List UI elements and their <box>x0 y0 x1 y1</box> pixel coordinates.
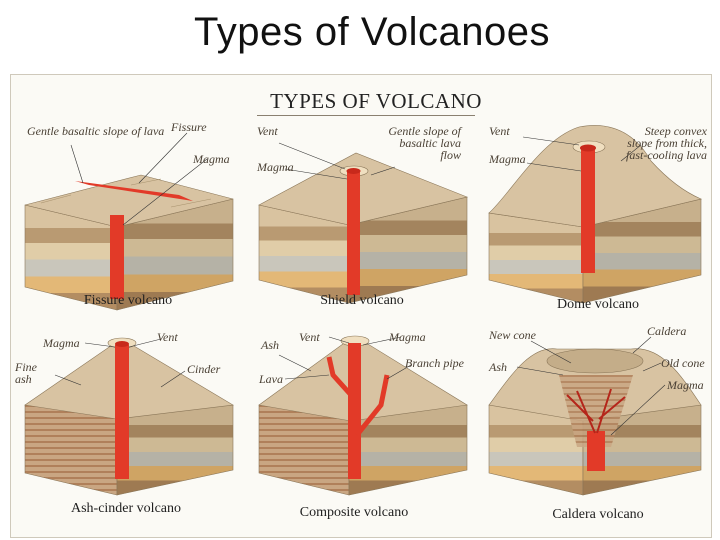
caption-caldera-volcano: Caldera volcano <box>552 507 644 522</box>
label-vent: Vent <box>257 124 278 138</box>
label-vent: Vent <box>157 330 178 344</box>
label-fissure: Fissure <box>171 120 207 134</box>
label-gentle-basaltic-slope: Gentle basaltic slope of lava <box>27 124 165 138</box>
label-cinder: Cinder <box>187 362 221 376</box>
shield-volcano-illustration <box>258 142 468 304</box>
fissure-volcano-illustration <box>24 132 234 311</box>
label-magma: Magma <box>193 152 230 166</box>
caption-shield-volcano: Shield volcano <box>320 293 404 308</box>
label-vent: Vent <box>299 330 320 344</box>
label-magma: Magma <box>43 336 80 350</box>
label-fine-ash: Fine ash <box>15 360 37 386</box>
label-magma: Magma <box>489 152 526 166</box>
caption-composite-volcano: Composite volcano <box>299 505 409 520</box>
label-magma: Magma <box>257 160 294 174</box>
figure-title: TYPES OF VOLCANO <box>270 89 482 113</box>
dome-volcano-illustration <box>488 125 702 304</box>
label-old-cone: Old cone <box>661 356 705 370</box>
caption-ash-cinder-volcano: Ash-cinder volcano <box>70 501 182 516</box>
label-lava: Lava <box>259 372 283 386</box>
ash-cinder-volcano-illustration <box>24 337 234 496</box>
label-ash: Ash <box>261 338 279 352</box>
label-branch-pipe: Branch pipe <box>405 356 464 370</box>
caption-fissure-volcano: Fissure volcano <box>83 293 173 308</box>
slide-title: Types of Volcanoes <box>194 10 550 54</box>
volcano-illustrations <box>24 125 702 496</box>
label-magma: Magma <box>667 378 704 392</box>
label-magma: Magma <box>389 330 426 344</box>
label-vent: Vent <box>489 124 510 138</box>
caption-dome-volcano: Dome volcano <box>556 297 640 312</box>
composite-volcano-illustration <box>258 335 468 496</box>
label-steep-convex-slope: Steep convex slope from thick, fast-cool… <box>626 124 707 162</box>
label-gentle-slope-basaltic-lava-flow: Gentle slope of basaltic lava flow <box>388 124 461 162</box>
label-caldera: Caldera <box>647 324 687 338</box>
title-divider <box>257 115 475 116</box>
label-new-cone: New cone <box>489 328 536 342</box>
label-ash: Ash <box>489 360 507 374</box>
caldera-volcano-illustration <box>488 336 702 496</box>
volcano-figure: TYPES OF VOLCANO Gentle basaltic slope o… <box>10 74 712 538</box>
